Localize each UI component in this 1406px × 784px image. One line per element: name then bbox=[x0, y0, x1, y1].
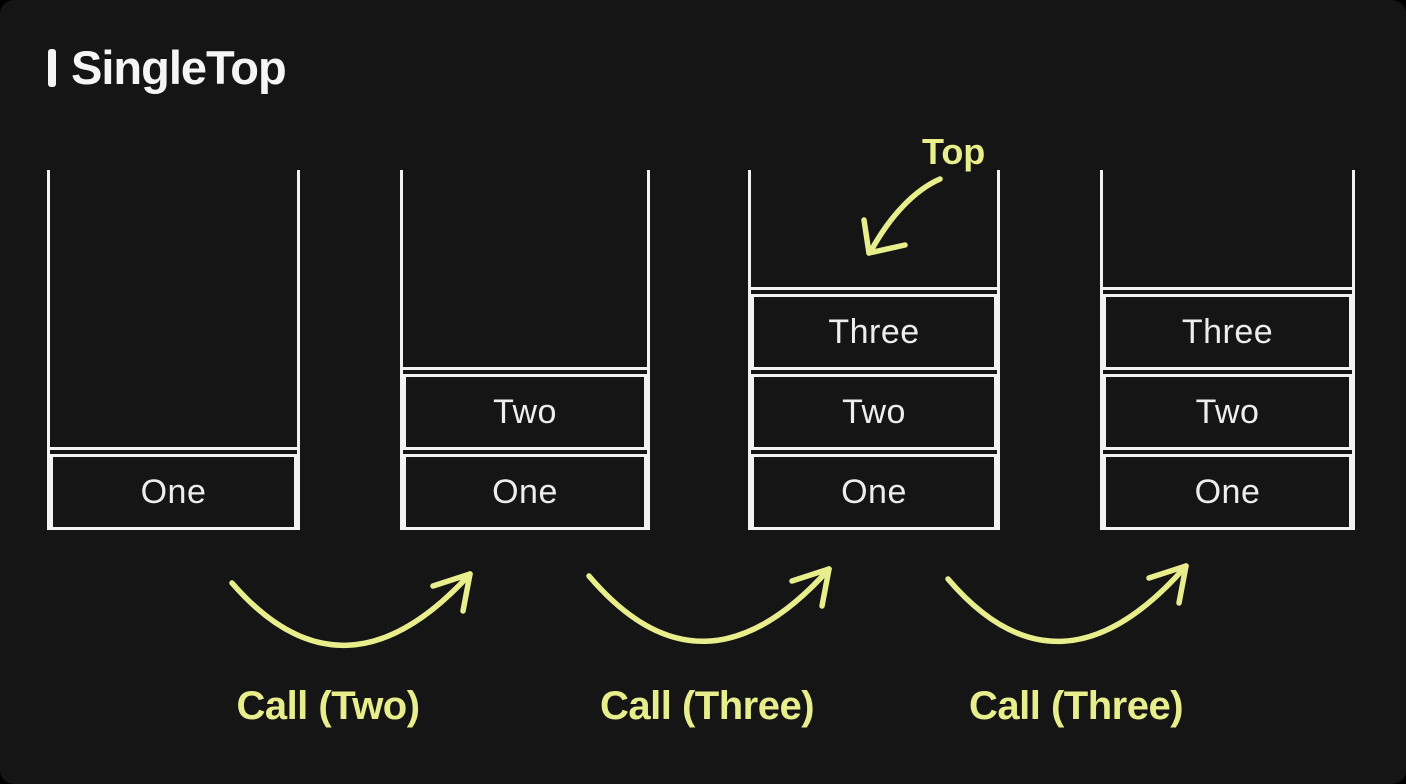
stack-top-line bbox=[1103, 287, 1352, 290]
activity-stack-4: Three Two One bbox=[1100, 170, 1355, 530]
stack-cell-two: Two bbox=[403, 374, 647, 450]
stack-cell-one: One bbox=[1103, 454, 1352, 530]
stack-cell-three: Three bbox=[1103, 294, 1352, 370]
top-pointer-label: Top bbox=[922, 131, 986, 172]
stack-cell-two: Two bbox=[751, 374, 997, 450]
activity-stack-1: One bbox=[47, 170, 300, 530]
activity-stack-3: Three Two One bbox=[748, 170, 1000, 530]
stack-top-line bbox=[751, 287, 997, 290]
call-three-label-2: Call (Three) bbox=[968, 684, 1184, 728]
stack-cell-one: One bbox=[403, 454, 647, 530]
call-two-arrow-icon bbox=[229, 571, 473, 648]
page-title: SingleTop bbox=[48, 41, 287, 94]
page-title-text: SingleTop bbox=[71, 41, 287, 94]
call-three-arrow-icon bbox=[586, 566, 832, 644]
stack-top-line bbox=[403, 367, 647, 370]
call-three-arrow-2-icon bbox=[945, 563, 1189, 644]
title-bullet-bar-icon bbox=[48, 48, 56, 87]
stack-cell-one: One bbox=[50, 454, 297, 530]
call-two-label: Call (Two) bbox=[236, 684, 420, 728]
activity-stack-2: Two One bbox=[400, 170, 650, 530]
stack-cell-three: Three bbox=[751, 294, 997, 370]
stack-top-line bbox=[50, 447, 297, 450]
stack-cell-two: Two bbox=[1103, 374, 1352, 450]
call-three-label: Call (Three) bbox=[599, 684, 815, 728]
stack-cell-one: One bbox=[751, 454, 997, 530]
